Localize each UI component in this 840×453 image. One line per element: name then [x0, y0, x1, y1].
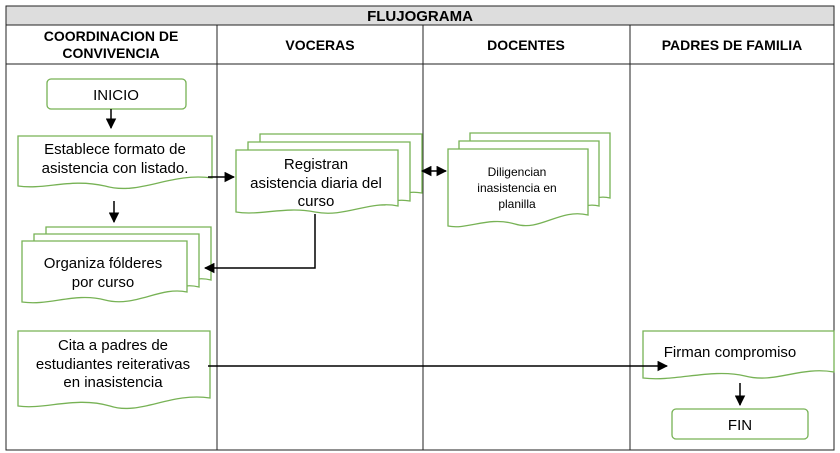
fin-terminator [671, 408, 809, 440]
diligencian-label-line2: inasistencia en [477, 181, 556, 195]
lane-header-voceras: VOCERAS [285, 37, 354, 53]
inicio-terminator [46, 78, 187, 110]
diagram-title: FLUJOGRAMA [367, 8, 473, 25]
fin-label: FIN [728, 417, 752, 434]
registran-doc-front [235, 149, 399, 214]
organiza-label-line2: por curso [72, 274, 135, 291]
registran-label-line2: asistencia diaria del [250, 175, 382, 192]
diligencian-label-line3: planilla [498, 197, 536, 211]
swimlane-grid [5, 5, 835, 451]
lane-header-coordinacion-line2: CONVIVENCIA [62, 45, 159, 61]
arrow-registran-to-organiza [203, 214, 316, 274]
title-bar [6, 6, 834, 25]
lane-header-padres: PADRES DE FAMILIA [662, 37, 803, 53]
diligencian-doc-front [447, 148, 589, 228]
firman-label: Firman compromiso [664, 344, 797, 361]
cita-label-line1: Cita a padres de [58, 337, 168, 354]
cita-label-line2: estudiantes reiterativas [36, 356, 190, 373]
lane-header-docentes: DOCENTES [487, 37, 565, 53]
registran-label-line1: Registran [284, 156, 348, 173]
lane-header-coordinacion-line1: COORDINACION DE [44, 28, 179, 44]
establece-document-shape [17, 135, 213, 190]
firman-document-shape [642, 330, 835, 380]
registran-label-line3: curso [298, 193, 335, 210]
cita-document-shape [17, 330, 211, 410]
establece-label-line2: asistencia con listado. [42, 160, 189, 177]
organiza-label-line1: Organiza fólderes [44, 255, 162, 272]
organiza-doc-front [21, 240, 188, 304]
establece-label-line1: Establece formato de [44, 141, 186, 158]
cita-label-line3: en inasistencia [63, 374, 163, 391]
diligencian-label-line1: Diligencian [488, 165, 547, 179]
inicio-label: INICIO [93, 87, 139, 104]
